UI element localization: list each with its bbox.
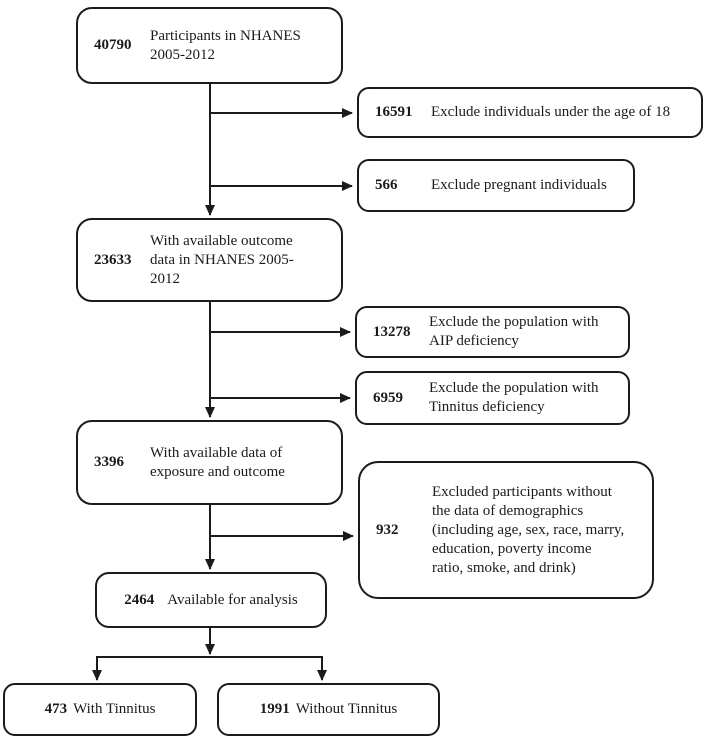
node-available-for-analysis: 2464 Available for analysis xyxy=(95,572,327,628)
node-count: 23633 xyxy=(94,251,132,268)
node-exclude-pregnant: 566 Exclude pregnant individuals xyxy=(357,159,635,212)
node-label: Available for analysis xyxy=(167,591,298,608)
node-exclude-aip-deficiency: 13278 Exclude the population with AIP de… xyxy=(355,306,630,358)
node-exclude-tinnitus-deficiency: 6959 Exclude the population with Tinnitu… xyxy=(355,371,630,425)
node-label: Exclude the population with AIP deficien… xyxy=(429,314,599,349)
node-label: With available data of exposure and outc… xyxy=(150,444,285,480)
node-label: Without Tinnitus xyxy=(295,701,398,717)
node-label: With available outcome data in NHANES 20… xyxy=(150,232,294,287)
node-count: 1991 xyxy=(259,701,290,717)
node-label: Excluded participants without the data o… xyxy=(432,483,625,576)
node-count: 566 xyxy=(375,177,398,193)
node-count: 13278 xyxy=(373,323,411,340)
node-label: Exclude individuals under the age of 18 xyxy=(431,104,671,120)
node-exposure-outcome-available: 3396 With available data of exposure and… xyxy=(76,420,343,505)
node-without-tinnitus: 1991 Without Tinnitus xyxy=(217,683,440,736)
node-count: 473 xyxy=(44,701,68,717)
node-count: 16591 xyxy=(375,104,413,120)
node-exclude-under-18: 16591 Exclude individuals under the age … xyxy=(357,87,703,138)
node-count: 2464 xyxy=(124,591,155,608)
node-count: 6959 xyxy=(373,389,403,406)
node-with-tinnitus: 473 With Tinnitus xyxy=(3,683,197,736)
node-label: With Tinnitus xyxy=(73,701,156,717)
node-count: 40790 xyxy=(94,37,132,53)
node-label: Participants in NHANES 2005-2012 xyxy=(150,27,301,63)
node-participants: 40790 Participants in NHANES 2005-2012 xyxy=(76,7,343,84)
node-label: Exclude pregnant individuals xyxy=(431,177,607,193)
node-count: 3396 xyxy=(94,454,124,470)
node-outcome-available: 23633 With available outcome data in NHA… xyxy=(76,218,343,302)
node-exclude-missing-demographics: 932 Excluded participants without the da… xyxy=(358,461,654,599)
node-count: 932 xyxy=(376,521,399,538)
node-label: Exclude the population with Tinnitus def… xyxy=(429,380,599,415)
